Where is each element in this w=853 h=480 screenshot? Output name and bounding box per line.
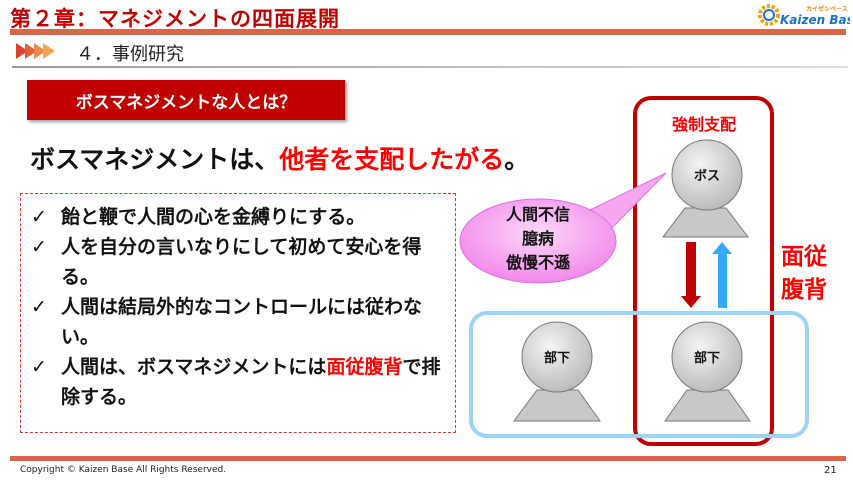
kaizen-base-logo: カイゼンベース Kaizen Base bbox=[758, 4, 850, 27]
check-icon: ✓ bbox=[31, 356, 47, 378]
subordinate-group-frame bbox=[469, 311, 809, 438]
arrow-up-icon bbox=[712, 242, 732, 308]
statement-suffix: 。 bbox=[504, 145, 530, 174]
section-divider bbox=[12, 66, 848, 68]
boss-label: ボス bbox=[694, 168, 720, 184]
check-icon: ✓ bbox=[31, 296, 47, 318]
arrow-down-icon bbox=[681, 242, 701, 308]
question-banner: ボスマネジメントな人とは？ bbox=[27, 80, 345, 120]
footer-bar bbox=[10, 456, 846, 461]
bubble-line: 臆病 bbox=[522, 229, 554, 248]
check-icon: ✓ bbox=[31, 236, 47, 258]
list-item-text: 飴と鞭で人間の心を金縛りにする。 bbox=[61, 206, 366, 228]
chapter-title: 第２章：マネジメントの四面展開 bbox=[10, 7, 340, 31]
list-item-text: 人間は、ボスマネジメントには面従腹背で排除する。 bbox=[61, 352, 449, 412]
subordinate-figure: 部下 bbox=[664, 321, 751, 422]
svg-text:Kaizen Base: Kaizen Base bbox=[780, 13, 850, 27]
text-highlight: 面従腹背 bbox=[326, 356, 403, 378]
boss-figure: ボス bbox=[661, 139, 750, 238]
checklist: ✓ 飴と鞭で人間の心を金縛りにする。 ✓ 人を自分の言いなりにして初めて安心を得る。… bbox=[20, 193, 456, 433]
main-statement: ボスマネジメントは、他者を支配したがる。 bbox=[30, 140, 529, 176]
list-item: ✓ 人間は結局外的なコントロールには従わない。 bbox=[31, 292, 449, 352]
section-arrows-icon bbox=[16, 43, 55, 59]
subordinate-figure: 部下 bbox=[513, 321, 601, 422]
section-title: ４．事例研究 bbox=[76, 44, 184, 65]
speech-bubble: 人間不信 臆病 傲慢不遜 bbox=[459, 172, 667, 284]
boss-group-label: 強制支配 bbox=[672, 115, 736, 134]
bubble-line: 傲慢不遜 bbox=[506, 253, 570, 272]
side-label: 腹背 bbox=[781, 276, 827, 303]
page-number: 21 bbox=[824, 465, 837, 476]
statement-highlight: 他者を支配したがる bbox=[279, 145, 505, 174]
svg-text:カイゼンベース: カイゼンベース bbox=[806, 5, 848, 13]
subordinate-label: 部下 bbox=[694, 350, 720, 366]
subordinate-label: 部下 bbox=[544, 350, 570, 366]
bubble-line: 人間不信 bbox=[506, 205, 570, 224]
text-prefix: 人間は、ボスマネジメントには bbox=[61, 356, 327, 378]
list-item-text: 人を自分の言いなりにして初めて安心を得る。 bbox=[61, 236, 422, 288]
check-icon: ✓ bbox=[31, 206, 47, 228]
boss-group-frame bbox=[633, 96, 774, 446]
statement-prefix: ボスマネジメントは、 bbox=[30, 145, 280, 174]
list-item: ✓ 人間は、ボスマネジメントには面従腹背で排除する。 bbox=[31, 352, 449, 412]
list-item-text: 人間は結局外的なコントロールには従わない。 bbox=[61, 296, 423, 348]
list-item: ✓ 飴と鞭で人間の心を金縛りにする。 bbox=[31, 202, 449, 232]
copyright: Copyright © Kaizen Base All Rights Reser… bbox=[20, 465, 227, 475]
list-item: ✓ 人を自分の言いなりにして初めて安心を得る。 bbox=[31, 232, 449, 292]
header-bar bbox=[10, 29, 846, 35]
text-suffix: で排除する。 bbox=[61, 356, 441, 408]
side-label: 面従 bbox=[781, 243, 827, 270]
